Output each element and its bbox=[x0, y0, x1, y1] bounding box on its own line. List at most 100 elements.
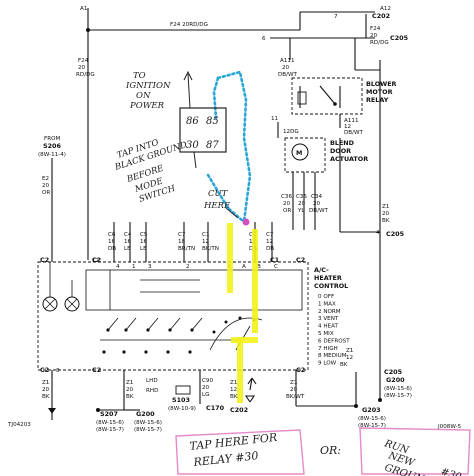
label-blend-c2: YL bbox=[297, 208, 305, 214]
label-pin7: 7 bbox=[334, 14, 338, 20]
mid-wire-label: BR/TN bbox=[178, 246, 195, 252]
blend-door-actuator: 11 12DG M BLEND DOOR ACTUATOR C36 20 OR … bbox=[271, 116, 368, 230]
mid-wire-label: 12 bbox=[266, 239, 273, 245]
label-z1-right: Z1 bbox=[382, 204, 390, 210]
mid-wire-label: 16 bbox=[124, 239, 132, 245]
left-feed: F24 20 RD/DG 12 bbox=[76, 30, 99, 264]
bottom-grounds: 8 Z1 20 BK TJ04203 Z1 20 BK LHD RHD S207… bbox=[7, 348, 462, 433]
ac-heater-control: C2 C2 C1 C2 bbox=[37, 256, 402, 376]
handwritten-notes: TO IGNITION ON POWER TAP INTO BLACK GROU… bbox=[113, 71, 239, 219]
conn-c2-bl: C2 bbox=[40, 366, 49, 374]
bot-z1rt: Z1 bbox=[290, 380, 298, 386]
control-mode-item: 5 MIX bbox=[318, 331, 334, 337]
bot-c90-g: 20 bbox=[202, 385, 210, 391]
connector-pin-label: 2 bbox=[186, 264, 190, 270]
label-left-g: 20 bbox=[78, 65, 86, 71]
bot-z1c-c: BK bbox=[230, 394, 238, 400]
mid-wire-label: 16 bbox=[140, 239, 148, 245]
label-blend-w2: C35 bbox=[296, 194, 307, 200]
label-f24-main: F24 20RD/DG bbox=[170, 22, 208, 28]
bot-lhd: LHD bbox=[146, 378, 158, 384]
bot-s207-r1: (8W-15-6) bbox=[96, 420, 124, 426]
bot-z1far: Z1 bbox=[346, 348, 354, 354]
bot-s207-r2: (8W-15-7) bbox=[96, 427, 124, 433]
label-s206-c: OR bbox=[42, 190, 50, 196]
pink-annotations: TAP HERE FOR RELAY #30 OR: RUN NEW GROUN… bbox=[175, 427, 471, 476]
conn-c2-bm: C2 bbox=[92, 366, 101, 374]
control-mode-item: 3 VENT bbox=[318, 316, 339, 322]
mid-wire-label: C5 bbox=[140, 232, 148, 238]
bot-c90: C90 bbox=[202, 378, 213, 384]
label-f24-c: RD/DG bbox=[370, 40, 389, 46]
label-f24-a: F24 bbox=[370, 26, 381, 32]
label-blend-2: DOOR bbox=[330, 147, 351, 155]
blue-handdrawn-wire bbox=[206, 70, 252, 226]
note-ign-1: TO bbox=[133, 71, 146, 81]
label-blend-12dg: 12DG bbox=[283, 129, 299, 135]
label-blend-g1: 20 bbox=[283, 201, 291, 207]
label-blend-g2: 20 bbox=[298, 201, 306, 207]
relay-pin87: 87 bbox=[206, 140, 219, 151]
relay-pin86: 86 bbox=[186, 116, 199, 127]
connector-pin-label: 3 bbox=[148, 264, 152, 270]
conn-c2-left: C2 bbox=[40, 256, 49, 264]
bot-z1-mid: Z1 bbox=[126, 380, 134, 386]
note-cut-2: HERE bbox=[203, 201, 231, 211]
bot-z1c: Z1 bbox=[230, 380, 238, 386]
note-cut-1: CUT bbox=[208, 189, 229, 199]
label-left-c: RD/DG bbox=[76, 72, 95, 78]
label-a12: A12 bbox=[380, 6, 391, 12]
from-s206: FROM S206 (8W-11-4) E2 20 OR bbox=[38, 136, 66, 262]
control-mode-item: 7 HIGH bbox=[318, 346, 338, 352]
mid-wire-label: BK/TN bbox=[202, 246, 219, 252]
label-c202: C202 bbox=[372, 12, 390, 20]
mid-wire-label: C4 bbox=[124, 232, 132, 238]
mid-wire-label: LB bbox=[124, 246, 131, 252]
bot-z1c-g: 12 bbox=[230, 387, 237, 393]
note-ign-3: ON bbox=[136, 91, 151, 101]
label-left-f24: F24 bbox=[78, 58, 89, 64]
label-blower-a111-2: A111 bbox=[344, 118, 359, 124]
mid-wire-label: DB bbox=[266, 246, 274, 252]
label-blower-g: 20 bbox=[282, 65, 290, 71]
label-blower-c2: DB/WT bbox=[344, 130, 364, 136]
label-s206-g: 20 bbox=[42, 183, 50, 189]
yellow-highlights bbox=[227, 223, 258, 403]
bot-g203-r2: (8W-15-7) bbox=[358, 423, 386, 429]
top-feed: A1 F24 20RD/DG A12 C202 7 bbox=[80, 6, 391, 38]
label-c205-mid-pin: 4 bbox=[376, 230, 380, 236]
control-title-1: A/C- bbox=[314, 266, 329, 274]
bot-z1-mid-g: 20 bbox=[126, 387, 134, 393]
bot-g200-b-r2: (8W-15-7) bbox=[384, 393, 412, 399]
label-left-pin12: 12 bbox=[92, 258, 99, 264]
mid-wire-label: C1 bbox=[202, 232, 210, 238]
bot-c90-c: LG bbox=[202, 392, 209, 398]
bot-g200-b: G200 bbox=[386, 376, 405, 384]
relay-pin85: 85 bbox=[206, 116, 219, 127]
label-f24-b: 20 bbox=[370, 33, 378, 39]
bot-j: J008W-5 bbox=[437, 424, 462, 430]
bot-s207: S207 bbox=[100, 410, 118, 418]
right-ground-z1: Z1 20 BK 4 C205 bbox=[339, 60, 404, 400]
label-blend-c1: OR bbox=[283, 208, 291, 214]
bot-g203: G203 bbox=[362, 406, 381, 414]
bot-g200-b-r1: (8W-15-6) bbox=[384, 386, 412, 392]
label-z1-right-g: 20 bbox=[382, 211, 390, 217]
label-blower-3: RELAY bbox=[366, 96, 389, 104]
handdrawn-relay: 86 85 30 87 bbox=[179, 70, 227, 169]
conn-c2-mid: C2 bbox=[92, 256, 101, 264]
label-z1-right-c: BK bbox=[382, 218, 390, 224]
bot-s103-ref: (8W-10-9) bbox=[168, 406, 196, 412]
bot-z1-left-c: BK bbox=[42, 394, 50, 400]
mid-wire-label: 18 bbox=[178, 239, 186, 245]
conn-c2-br: C2 bbox=[296, 366, 305, 374]
bot-z1-left-pin: 8 bbox=[56, 368, 60, 374]
control-mode-item: 2 NORM bbox=[318, 309, 341, 315]
control-mode-item: 9 LOW bbox=[318, 361, 337, 367]
top-right-wire: F24 20 RD/DG 6 C205 bbox=[262, 26, 408, 70]
label-blower-2: MOTOR bbox=[366, 88, 393, 96]
label-blower-g2: 12 bbox=[344, 124, 351, 130]
conn-c2-right: C2 bbox=[296, 256, 305, 264]
mid-wire-label: C7 bbox=[266, 232, 274, 238]
